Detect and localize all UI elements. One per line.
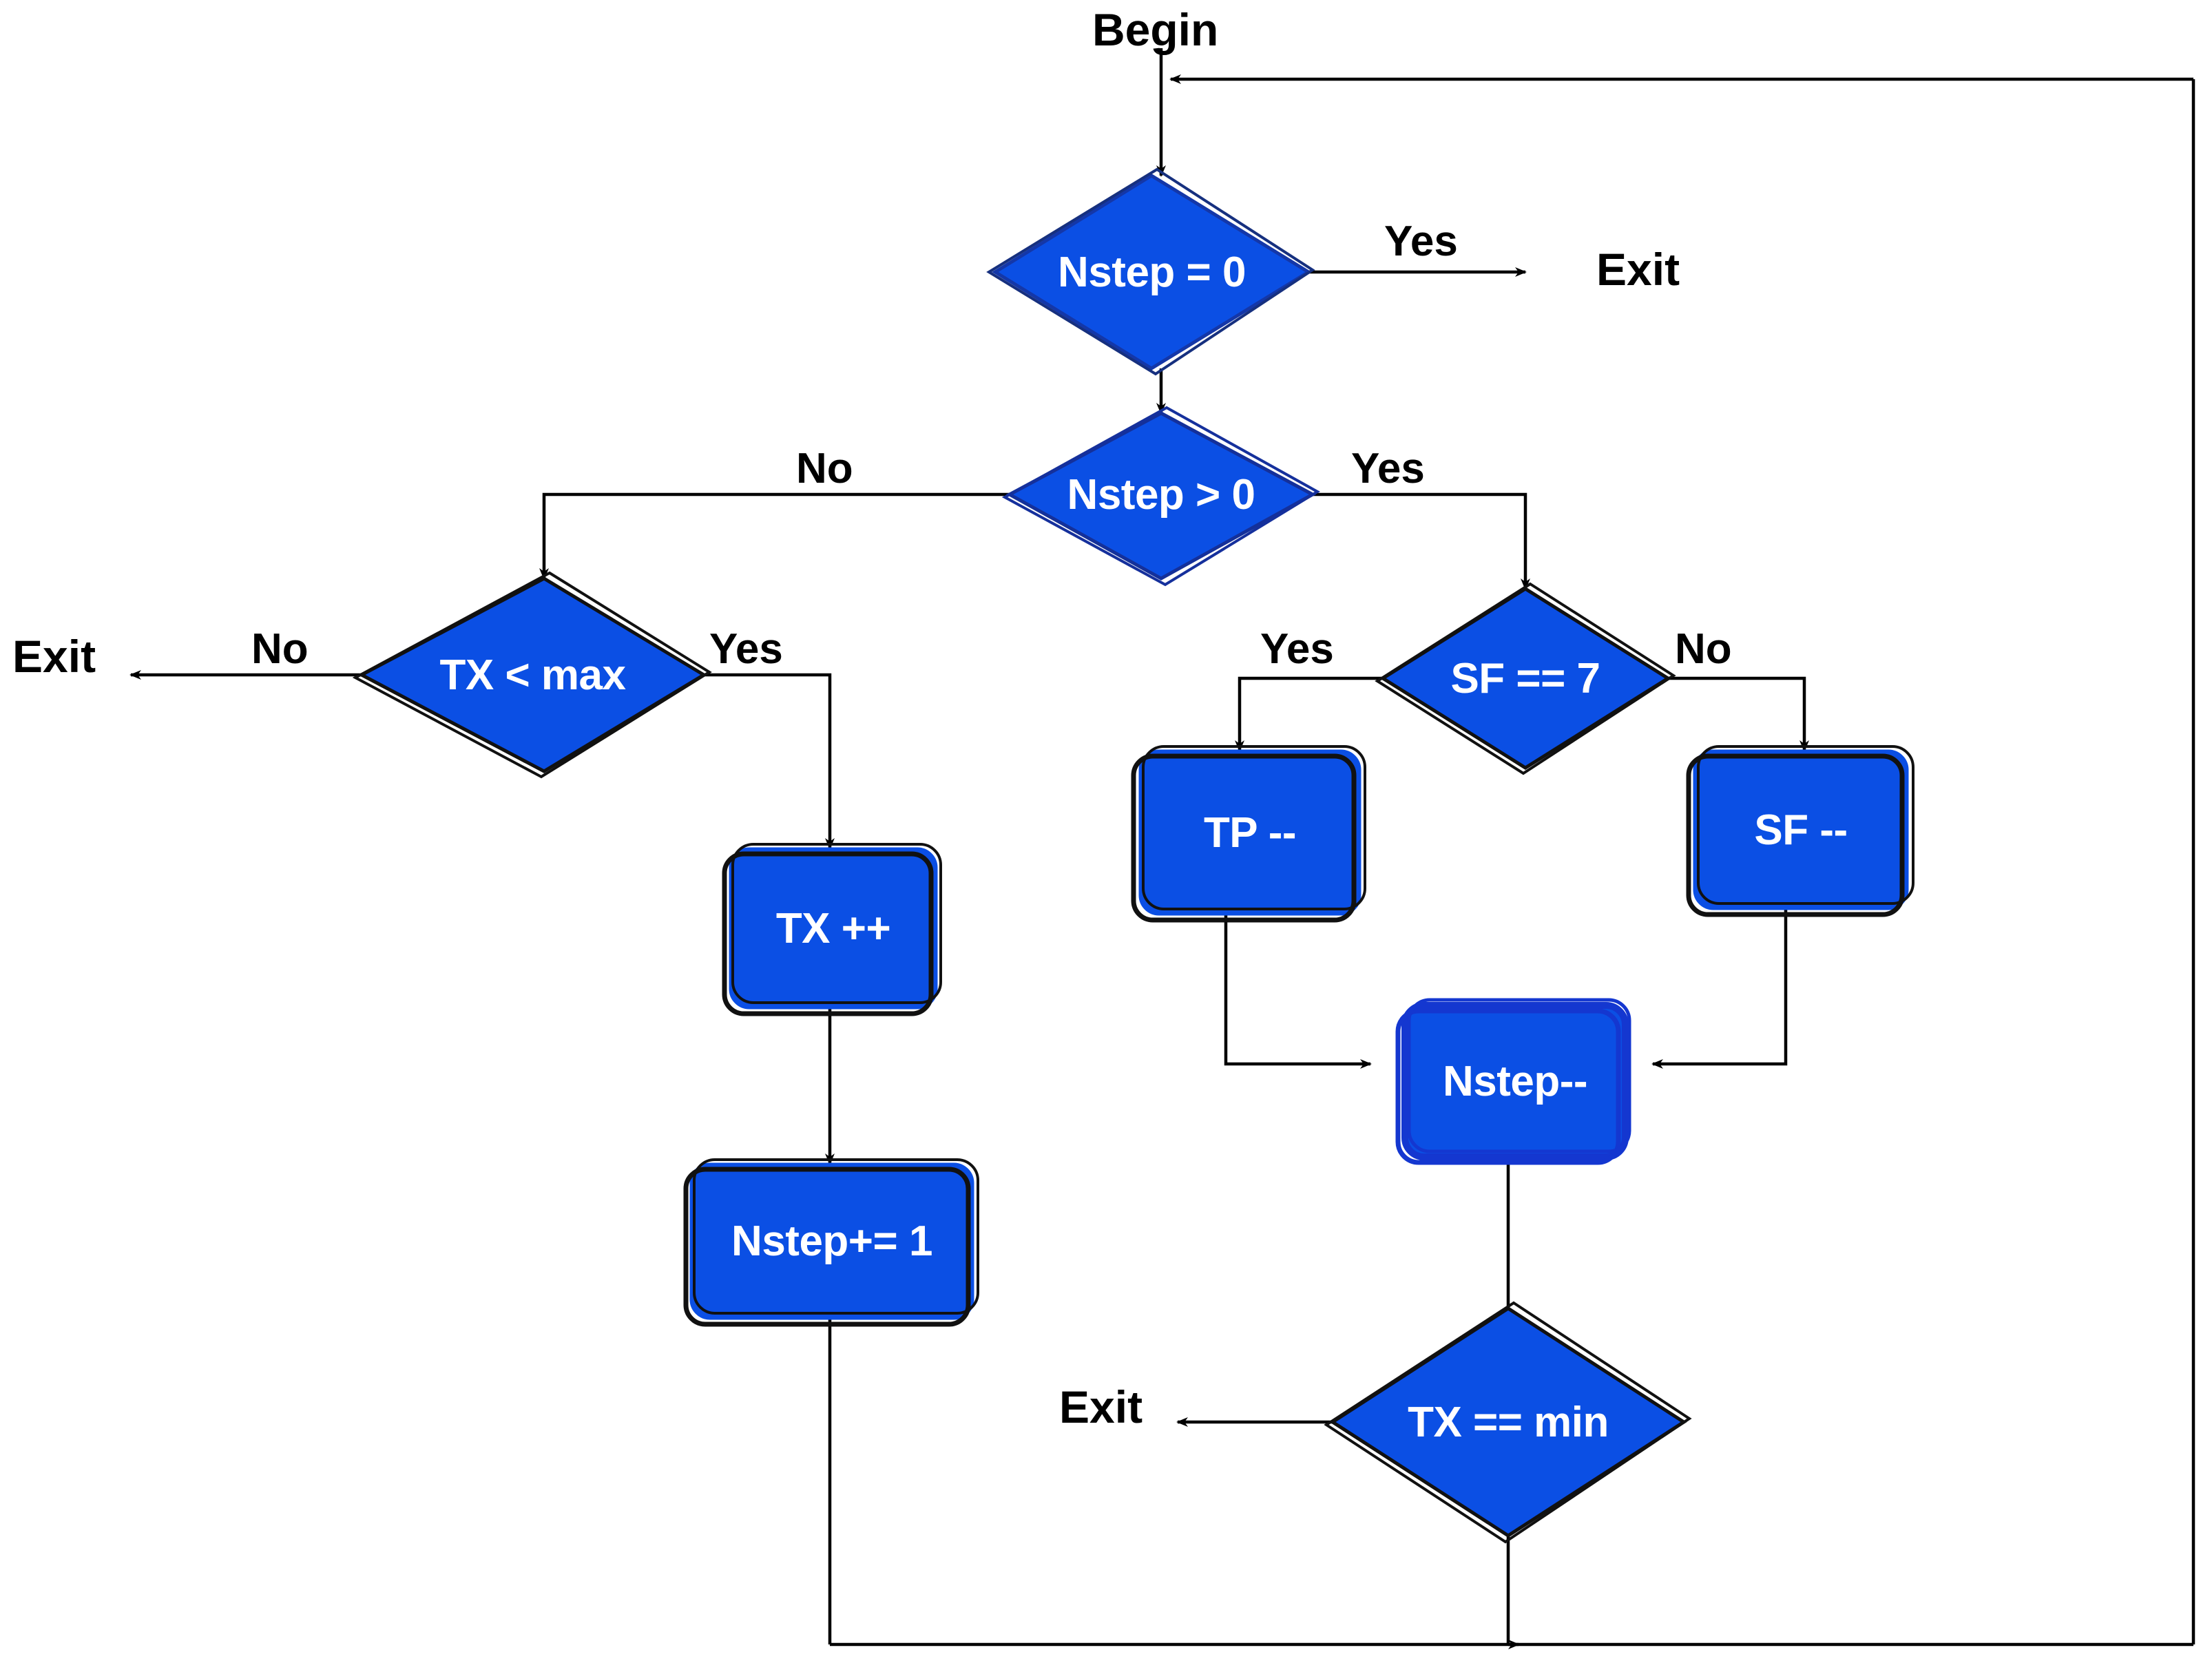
node-shape-tp-dec (1131, 745, 1366, 923)
edge-label-no-nstep-gt0: No (796, 445, 853, 492)
terminal-begin: Begin (1092, 4, 1219, 55)
node-shape-sf-dec (1686, 745, 1914, 917)
edge-nstep-gt0-yes-to-sf7 (1313, 492, 1530, 590)
edge-sf7-no-to-sf-dec (1668, 676, 1809, 752)
edge-tx-max-yes-to-tx-inc (704, 673, 835, 850)
node-label-sf-dec: SF -- (1754, 806, 1848, 854)
node-label-tx-max: TX < max (439, 651, 626, 699)
edge-label-no-sf7: No (1675, 625, 1732, 673)
node-shape-nstep-dec (1395, 998, 1631, 1165)
edge-label-yes-nstep-gt0: Yes (1351, 445, 1425, 492)
node-label-nstep-dec: Nstep-- (1442, 1057, 1588, 1105)
edge-label-yes-tx-max: Yes (709, 625, 783, 673)
node-shape-nstep-add (683, 1158, 979, 1327)
node-shape-nstep-gt0 (1001, 406, 1320, 587)
node-shape-nstep-zero (986, 167, 1315, 376)
edge-label-yes-sf7: Yes (1260, 625, 1334, 673)
edge-nstep-gt0-no-to-tx-max (539, 492, 1010, 580)
edge-sf7-yes-to-tp-dec (1235, 676, 1383, 752)
node-label-nstep-zero: Nstep = 0 (1058, 248, 1246, 296)
node-label-sf7: SF == 7 (1450, 654, 1600, 702)
edge-label-no-tx-max: No (251, 625, 309, 673)
node-label-tx-min: TX == min (1408, 1398, 1609, 1446)
terminal-exit-tx-max: Exit (12, 631, 96, 682)
node-shape-tx-max (352, 571, 712, 779)
terminal-exit-nstep-zero: Exit (1596, 244, 1680, 295)
node-label-tp-dec: TP -- (1203, 808, 1297, 857)
node-label-nstep-add: Nstep+= 1 (731, 1217, 932, 1265)
edge-tp-dec-to-nstep-dec (1224, 915, 1372, 1069)
node-shape-tx-inc (722, 843, 942, 1016)
node-label-tx-inc: TX ++ (775, 904, 891, 952)
node-shape-sf7 (1375, 582, 1676, 775)
edge-label-yes-nstep-zero: Yes (1384, 218, 1458, 265)
node-label-nstep-gt0: Nstep > 0 (1067, 470, 1255, 519)
edge-sf-dec-to-nstep-dec (1651, 906, 1788, 1069)
node-shape-tx-min (1324, 1301, 1692, 1544)
terminal-exit-tx-min: Exit (1059, 1381, 1143, 1432)
